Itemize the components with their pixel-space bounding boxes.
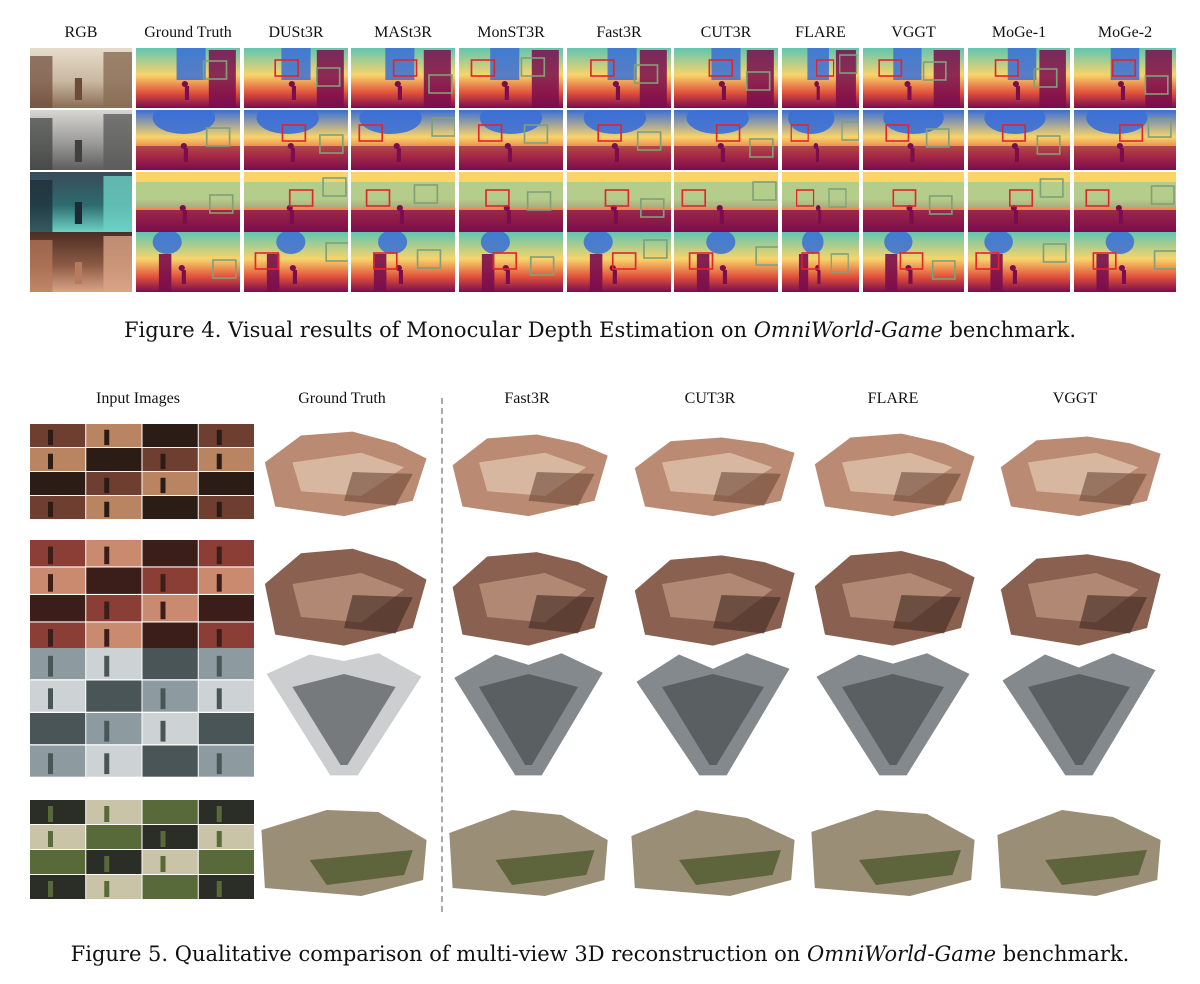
figure5-header-ground-truth: Ground Truth bbox=[298, 390, 386, 407]
figure4-depth-map bbox=[674, 48, 778, 108]
figure5-input-images bbox=[30, 424, 255, 520]
figure5-reconstruction bbox=[446, 648, 611, 778]
figure4-caption-benchmark: OmniWorld-Game bbox=[753, 318, 943, 342]
figure4-depth-map bbox=[136, 48, 240, 108]
figure5-input-images bbox=[30, 540, 255, 650]
figure4-header-dust3r: DUSt3R bbox=[268, 24, 324, 41]
figure5-reconstruction bbox=[994, 540, 1164, 650]
figure4-depth-map bbox=[351, 172, 455, 232]
figure4-depth-map bbox=[674, 232, 778, 292]
figure5-ground-truth-reconstruction bbox=[258, 648, 430, 778]
figure4-depth-map bbox=[1074, 110, 1176, 170]
figure5-reconstruction bbox=[446, 540, 611, 650]
figure5-reconstruction bbox=[808, 800, 978, 900]
figure5-reconstruction bbox=[808, 540, 978, 650]
figure4-caption-prefix: Figure 4. Visual results of Monocular De… bbox=[123, 318, 754, 342]
figure4-depth-map bbox=[136, 110, 240, 170]
figure4-depth-map bbox=[351, 110, 455, 170]
figure4-rgb-image bbox=[30, 110, 132, 170]
figure4-depth-map bbox=[782, 48, 859, 108]
figure5-header-input-images: Input Images bbox=[96, 390, 180, 407]
figure4-depth-map bbox=[968, 110, 1070, 170]
figure4-depth-map bbox=[782, 110, 859, 170]
figure4-depth-map bbox=[244, 232, 348, 292]
figure5-reconstruction bbox=[994, 800, 1164, 900]
figure5-caption-prefix: Figure 5. Qualitative comparison of mult… bbox=[70, 942, 807, 966]
figure4-header-vggt: VGGT bbox=[891, 24, 936, 41]
figure5-header-vggt: VGGT bbox=[1052, 390, 1098, 407]
figure5-reconstruction bbox=[628, 424, 798, 520]
figure5-header-fast3r: Fast3R bbox=[504, 390, 550, 407]
figure4-rgb-image bbox=[30, 48, 132, 108]
figure4-header-monst3r: MonST3R bbox=[477, 24, 545, 41]
figure5-reconstruction bbox=[446, 424, 611, 520]
figure4-depth-map bbox=[863, 110, 964, 170]
figure5-reconstruction bbox=[994, 424, 1164, 520]
figure4-depth-map bbox=[567, 48, 671, 108]
figure4-depth-map bbox=[1074, 232, 1176, 292]
figure4-depth-map bbox=[567, 110, 671, 170]
figure4-header-moge-2: MoGe-2 bbox=[1097, 24, 1153, 41]
figure4-depth-map bbox=[136, 172, 240, 232]
figure4-depth-map bbox=[244, 172, 348, 232]
figure5-ground-truth-reconstruction bbox=[258, 800, 430, 900]
figure4-header-row: RGB Ground Truth DUSt3R MASt3R MonST3R Fast3R… bbox=[0, 0, 1200, 41]
figure4-caption: Figure 4. Visual results of Monocular De… bbox=[0, 318, 1200, 342]
figure4-depth-map bbox=[1074, 172, 1176, 232]
figure5-caption-suffix: benchmark. bbox=[996, 942, 1130, 966]
figure5-header-cut3r: CUT3R bbox=[684, 390, 736, 407]
figure4-depth-map bbox=[136, 232, 240, 292]
figure5-reconstruction bbox=[628, 540, 798, 650]
figure4-depth-map bbox=[1074, 48, 1176, 108]
figure5-reconstruction bbox=[628, 648, 798, 778]
figure4-depth-map bbox=[244, 48, 348, 108]
figure4-header-rgb: RGB bbox=[64, 24, 98, 41]
figure5-reconstruction bbox=[446, 800, 611, 900]
figure4-depth-map bbox=[968, 172, 1070, 232]
figure4-depth-map bbox=[567, 232, 671, 292]
figure4-depth-map bbox=[351, 48, 455, 108]
figure5-reconstruction bbox=[628, 800, 798, 900]
figure4-depth-map bbox=[459, 232, 563, 292]
figure4-depth-map bbox=[863, 48, 964, 108]
figure4-header-flare: FLARE bbox=[795, 24, 846, 41]
figure4-depth-map bbox=[863, 232, 964, 292]
figure4-caption-suffix: benchmark. bbox=[942, 318, 1077, 342]
figure4-depth-map bbox=[674, 172, 778, 232]
figure4-depth-map bbox=[567, 172, 671, 232]
figure4-depth-map bbox=[459, 110, 563, 170]
figure4-header-cut3r: CUT3R bbox=[700, 24, 752, 41]
figure5-dashed-divider bbox=[441, 398, 443, 912]
figure4-header-mast3r: MASt3R bbox=[374, 24, 432, 41]
figure5-input-images bbox=[30, 648, 255, 778]
figure5-reconstruction bbox=[808, 648, 978, 778]
figure5-reconstruction bbox=[808, 424, 978, 520]
figure4-depth-map bbox=[351, 232, 455, 292]
figure4-depth-map bbox=[782, 172, 859, 232]
figure5-input-images bbox=[30, 800, 255, 900]
figure5-reconstruction bbox=[994, 648, 1164, 778]
figure5-caption-benchmark: OmniWorld-Game bbox=[807, 942, 997, 966]
figure5-header-flare: FLARE bbox=[867, 390, 919, 407]
figure4-depth-map bbox=[674, 110, 778, 170]
figure4-depth-map bbox=[863, 172, 964, 232]
figure5-ground-truth-reconstruction bbox=[258, 424, 430, 520]
figure4-rgb-image bbox=[30, 172, 132, 232]
figure4-depth-map bbox=[968, 232, 1070, 292]
figure4-depth-map bbox=[244, 110, 348, 170]
figure4-depth-map bbox=[459, 172, 563, 232]
figure4-depth-map bbox=[459, 48, 563, 108]
figure4-depth-map bbox=[782, 232, 859, 292]
figure4-header-fast3r: Fast3R bbox=[596, 24, 642, 41]
figure5-caption: Figure 5. Qualitative comparison of mult… bbox=[0, 942, 1200, 966]
figure5-ground-truth-reconstruction bbox=[258, 540, 430, 650]
figure4-rgb-image bbox=[30, 232, 132, 292]
figure4-header-moge-1: MoGe-1 bbox=[991, 24, 1047, 41]
figure4-header-ground-truth: Ground Truth bbox=[144, 24, 232, 41]
figure4-depth-map bbox=[968, 48, 1070, 108]
